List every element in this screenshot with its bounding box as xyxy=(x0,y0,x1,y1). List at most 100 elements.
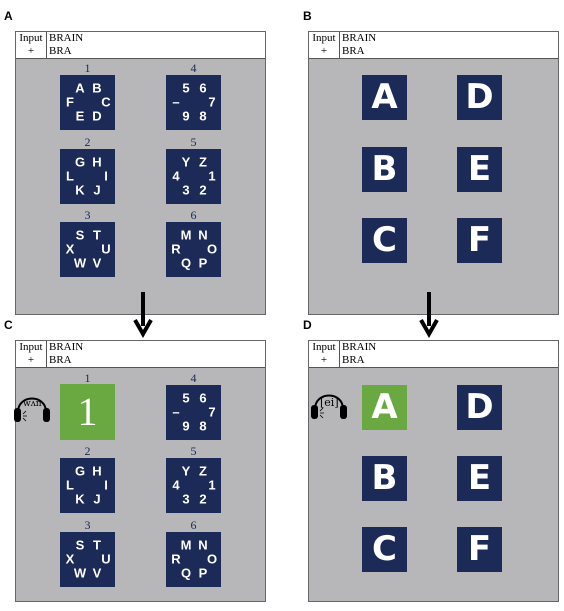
letter-tile-c: C xyxy=(362,527,407,572)
letter-tile-f: F xyxy=(457,218,502,263)
group-number-1: 1 xyxy=(84,61,91,75)
group-number-4: 4 xyxy=(190,61,197,75)
highlighted-group-tile: 1 xyxy=(60,384,115,440)
tile-char: J xyxy=(93,182,101,198)
tile-char: Q xyxy=(180,565,192,581)
tile-char: Y xyxy=(181,463,191,479)
panel-label-d: D xyxy=(303,318,312,332)
tile-char: 7 xyxy=(208,404,216,420)
tile-char: U xyxy=(101,241,111,257)
typed-value: BRA xyxy=(49,45,72,57)
tile-char: S xyxy=(75,227,85,243)
tile-char: Q xyxy=(180,255,192,271)
headphones-icon: wʌn xyxy=(12,388,52,424)
typed-value: BRA xyxy=(49,354,72,366)
input-value: BRAIN xyxy=(342,341,377,353)
tile-char: H xyxy=(92,463,102,479)
panel-label-a: A xyxy=(4,9,13,23)
tile-char: 5 xyxy=(182,390,190,406)
tile-char: M xyxy=(180,227,192,243)
panel-label-c: C xyxy=(4,318,13,332)
typed-row: +BRA xyxy=(16,45,265,59)
group-number-6: 6 xyxy=(190,208,197,222)
tile-char: 3 xyxy=(182,491,190,507)
tile-char: 6 xyxy=(199,80,207,96)
group-number-3: 3 xyxy=(84,518,91,532)
plus-label: + xyxy=(309,354,340,367)
letter-tile-a: A xyxy=(362,75,407,120)
tile-char: 8 xyxy=(199,108,207,124)
letter-tile-b: B xyxy=(362,456,407,501)
sound-transcription: wʌn xyxy=(23,399,42,409)
input-label: Input xyxy=(16,341,47,354)
tile-char: V xyxy=(92,255,102,271)
group-number-4: 4 xyxy=(190,371,197,385)
letter-tile-b: B xyxy=(362,147,407,192)
tile-char: N xyxy=(198,227,208,243)
headphones-icon: [ei] xyxy=(309,385,349,421)
letter-tile-e: E xyxy=(457,147,502,192)
tile-char: O xyxy=(206,241,218,257)
group-number-2: 2 xyxy=(84,444,91,458)
tile-char: R xyxy=(171,241,181,257)
group-number-2: 2 xyxy=(84,135,91,149)
tile-char: X xyxy=(65,241,75,257)
plus-label: + xyxy=(16,354,47,367)
tile-char: U xyxy=(101,551,111,567)
tile-char: I xyxy=(104,477,108,493)
tile-char: D xyxy=(92,108,102,124)
tile-char: B xyxy=(92,80,102,96)
tile-char: E xyxy=(75,108,85,124)
highlighted-letter-tile: A xyxy=(362,385,407,430)
panel-label-b: B xyxy=(303,9,312,23)
tile-char: F xyxy=(66,94,74,110)
tile-char: J xyxy=(93,491,101,507)
tile-char: 5 xyxy=(182,80,190,96)
tile-char: K xyxy=(75,491,85,507)
tile-char: G xyxy=(74,463,86,479)
tile-char: P xyxy=(198,255,208,271)
input-label: Input xyxy=(309,341,340,354)
letter-tile-c: C xyxy=(362,218,407,263)
tile-char: – xyxy=(172,404,180,420)
group-number-1: 1 xyxy=(84,371,91,385)
tile-char: K xyxy=(75,182,85,198)
tile-char: P xyxy=(198,565,208,581)
tile-char: O xyxy=(206,551,218,567)
tile-char: W xyxy=(73,565,87,581)
typed-row: +BRA xyxy=(16,354,265,368)
tile-char: A xyxy=(75,80,85,96)
tile-char: M xyxy=(180,537,192,553)
input-value: BRAIN xyxy=(49,341,84,353)
tile-char: L xyxy=(66,168,74,184)
letter-tile-e: E xyxy=(457,456,502,501)
tile-char: I xyxy=(104,168,108,184)
tile-char: 4 xyxy=(172,168,180,184)
input-label: Input xyxy=(16,32,47,45)
tile-char: 8 xyxy=(199,418,207,434)
typed-row: +BRA xyxy=(309,45,558,59)
tile-char: X xyxy=(65,551,75,567)
tile-char: L xyxy=(66,477,74,493)
tile-char: 9 xyxy=(182,418,190,434)
tile-char: 3 xyxy=(182,182,190,198)
tile-char: 2 xyxy=(199,182,207,198)
typed-row: +BRA xyxy=(309,354,558,368)
sound-transcription: [ei] xyxy=(320,396,339,409)
group-number-6: 6 xyxy=(190,518,197,532)
tile-char: C xyxy=(101,94,111,110)
tile-char: V xyxy=(92,565,102,581)
